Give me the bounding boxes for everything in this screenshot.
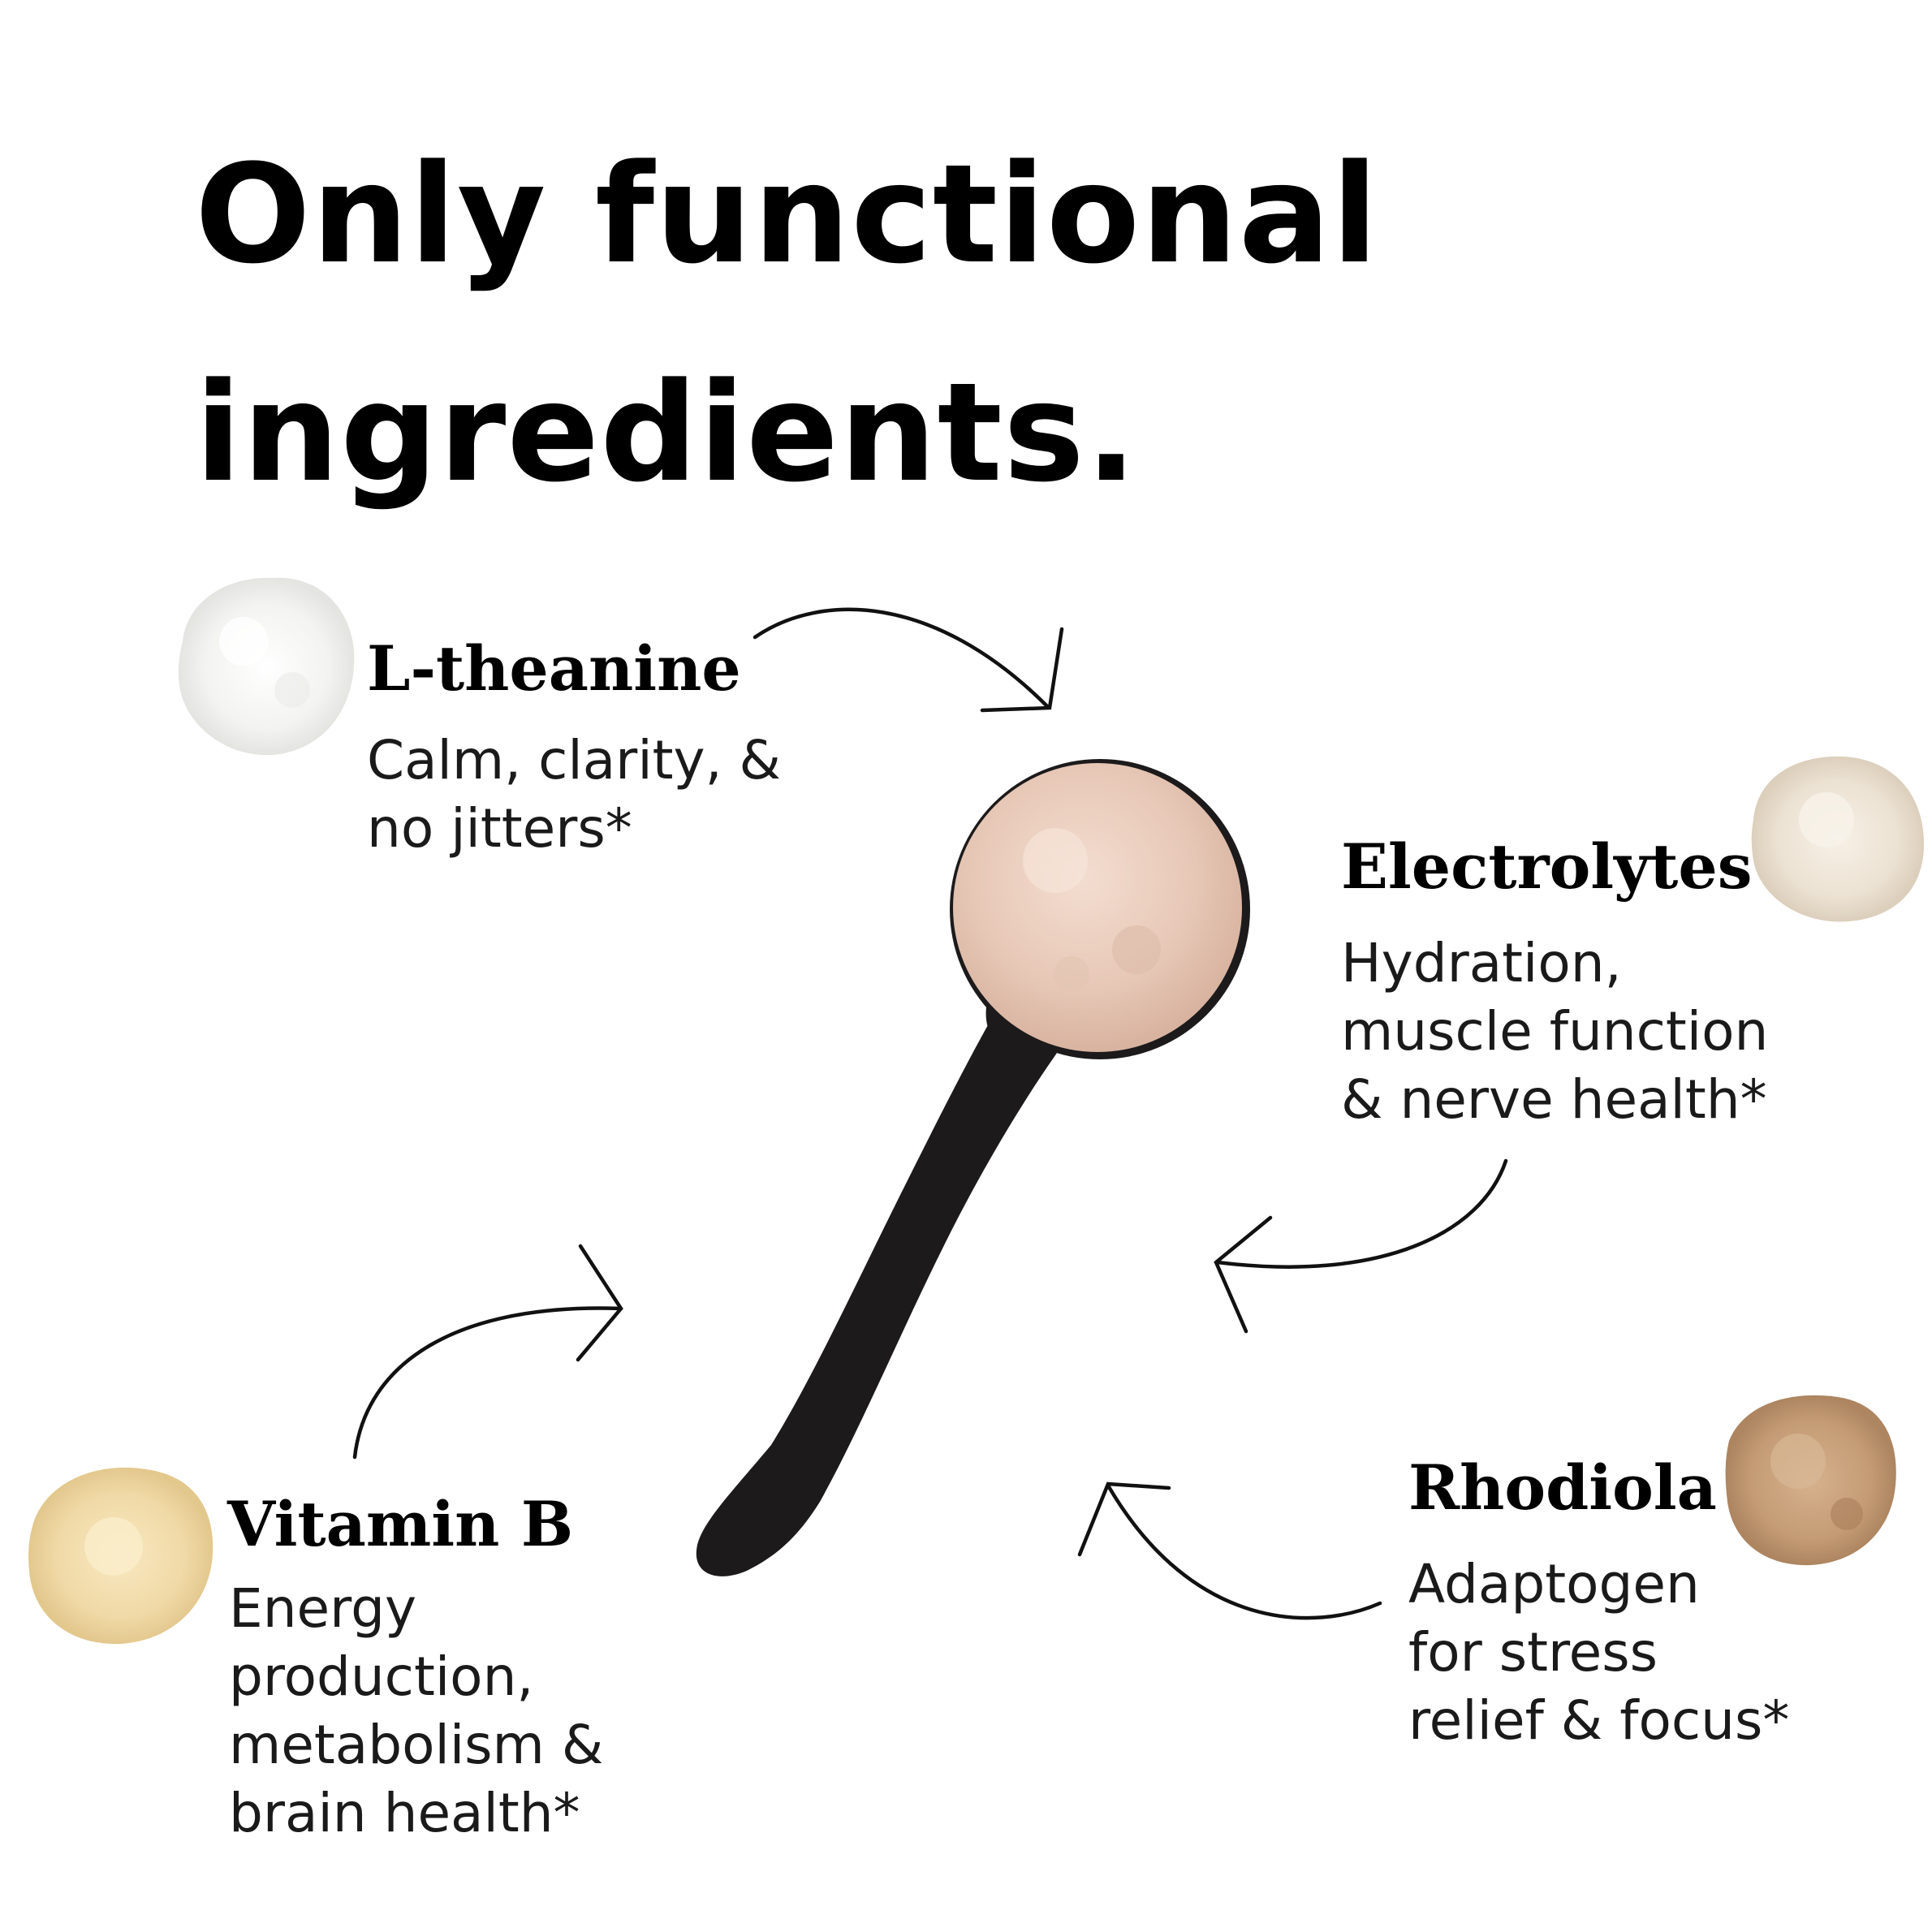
vitamin-b-powder-icon <box>28 1467 213 1645</box>
rhodiola-powder-icon <box>1725 1395 1896 1566</box>
headline: Only functional ingredients. <box>195 106 1379 542</box>
headline-line-1: Only functional <box>195 135 1379 294</box>
ingredient-description: Adaptogen for stress relief & focus* <box>1408 1553 1790 1752</box>
headline-line-2: ingredients. <box>195 352 1138 512</box>
arrow-l-theanine-icon <box>753 607 1064 713</box>
arrow-rhodiola-icon <box>1077 1481 1382 1620</box>
arrow-electrolytes-icon <box>1214 1158 1508 1334</box>
ingredient-name: Electrolytes <box>1341 830 1753 903</box>
ingredient-name: Vitamin B <box>227 1488 574 1560</box>
scoop-icon <box>696 759 1250 1576</box>
ingredient-description: Energy production, metabolism & brain he… <box>229 1577 604 1844</box>
electrolytes-powder-icon <box>1751 756 1925 922</box>
ingredient-name: L-theanine <box>367 632 741 705</box>
arrow-vitamin-b-icon <box>352 1244 623 1460</box>
ingredient-name: Rhodiola <box>1408 1451 1717 1524</box>
ingredient-description: Calm, clarity, & no jitters* <box>367 729 782 860</box>
l-theanine-powder-icon <box>178 577 355 756</box>
ingredient-description: Hydration, muscle function & nerve healt… <box>1341 932 1769 1131</box>
